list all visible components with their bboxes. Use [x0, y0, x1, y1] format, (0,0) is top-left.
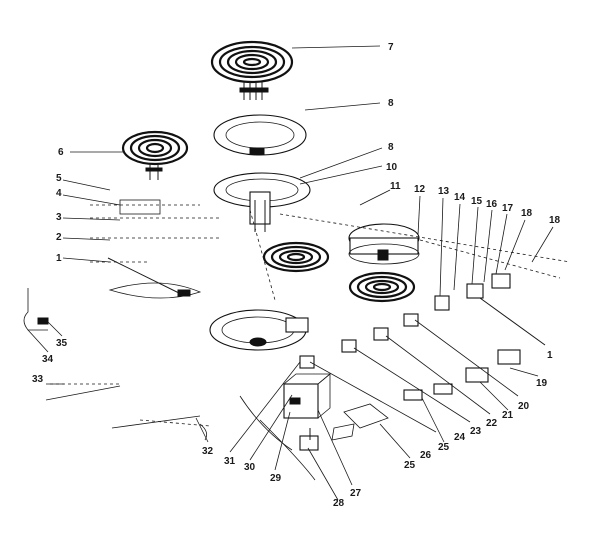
- callout-34: 34: [42, 354, 54, 365]
- callout-15: 15: [471, 196, 483, 207]
- callout-13: 13: [438, 186, 450, 197]
- callout-27: 27: [350, 488, 362, 499]
- callout-18b: 18: [549, 215, 561, 226]
- terminal-block: [348, 223, 420, 265]
- callout-35: 35: [56, 338, 68, 349]
- callout-30: 30: [244, 462, 256, 473]
- callout-1-right: 1: [547, 350, 553, 361]
- large-surface-element: [210, 40, 294, 100]
- callout-18a: 18: [521, 208, 533, 219]
- callout-26: 26: [420, 450, 432, 461]
- callout-16: 16: [486, 199, 498, 210]
- callout-6: 6: [58, 147, 64, 158]
- callout-4: 4: [56, 188, 62, 199]
- lower-left-element: [262, 241, 330, 273]
- callout-33: 33: [32, 374, 44, 385]
- callout-19: 19: [536, 378, 548, 389]
- callout-25a: 25: [438, 442, 450, 453]
- callout-25b: 25: [404, 460, 416, 471]
- callout-21: 21: [502, 410, 514, 421]
- cooktop-frame: [249, 209, 571, 346]
- element-receptacle-ring: [213, 172, 311, 232]
- callout-1-left: 1: [56, 253, 62, 264]
- callout-20: 20: [518, 401, 530, 412]
- callout-12: 12: [414, 184, 426, 195]
- lower-right-element: [348, 271, 416, 303]
- wire-harness: [23, 288, 316, 481]
- drip-bowl-lower: [209, 309, 309, 351]
- callout-14: 14: [454, 192, 466, 203]
- callout-24: 24: [454, 432, 466, 443]
- callout-7: 7: [388, 42, 394, 53]
- callout-3: 3: [56, 212, 62, 223]
- callout-labels: 7 8 8 10 11 12 13 14 15 16 17 18 18 6 5 …: [32, 42, 561, 509]
- infinite-switch-box: [283, 373, 332, 451]
- callout-17: 17: [502, 203, 514, 214]
- callout-23: 23: [470, 426, 482, 437]
- callout-22: 22: [486, 418, 498, 429]
- drip-bowl-upper: [213, 114, 307, 156]
- callout-2: 2: [56, 232, 62, 243]
- callout-29: 29: [270, 473, 282, 484]
- callout-10: 10: [386, 162, 398, 173]
- callout-11: 11: [390, 181, 401, 192]
- callout-8-top: 8: [388, 98, 394, 109]
- left-side-hardware: [90, 199, 220, 299]
- callout-5: 5: [56, 173, 62, 184]
- callout-31: 31: [224, 456, 236, 467]
- callout-32: 32: [202, 446, 214, 457]
- medium-surface-element: [121, 130, 189, 180]
- leader-lines: [27, 45, 554, 501]
- switch-row: [299, 273, 521, 441]
- callout-28: 28: [333, 498, 345, 509]
- callout-8-lower: 8: [388, 142, 394, 153]
